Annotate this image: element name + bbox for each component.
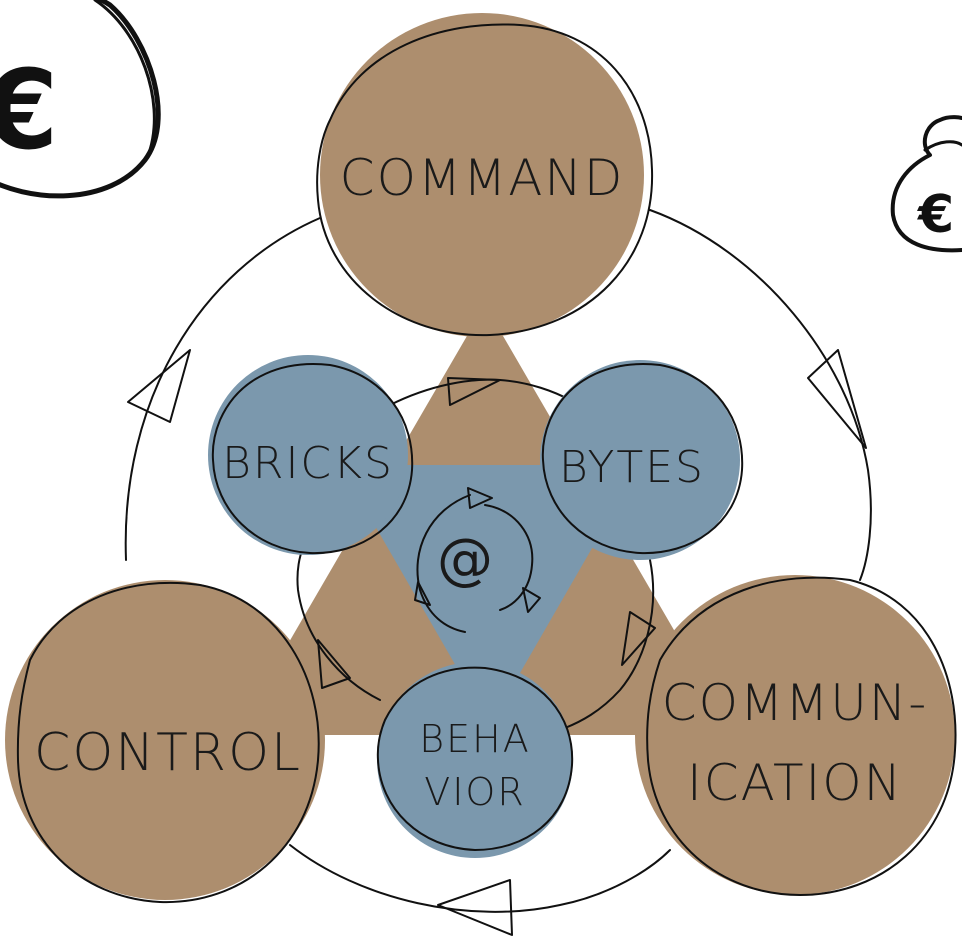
node-command: COMMAND xyxy=(316,13,654,337)
inner-arrow-head-top xyxy=(447,377,501,406)
center-arrow-head-top xyxy=(467,487,493,509)
euro-money-bag-icon: € xyxy=(890,115,962,253)
arrow-head-left xyxy=(127,349,191,423)
outer-cycle-ring xyxy=(124,209,872,936)
node-behavior: BEHA VIOR xyxy=(376,662,574,858)
communication-label-line2: ICATION xyxy=(687,754,903,812)
center-cycle: @ xyxy=(414,487,541,633)
center-arrow-head-left xyxy=(414,581,431,606)
inner-arrow-head-right xyxy=(621,611,656,666)
center-arrow-head-right xyxy=(522,587,541,613)
node-control: CONTROL xyxy=(5,580,325,904)
behavior-label-line1: BEHA xyxy=(419,717,530,761)
node-bytes: BYTES xyxy=(540,360,744,560)
control-label: CONTROL xyxy=(34,723,302,783)
euro-coin-icon: € xyxy=(0,0,161,199)
at-symbol: @ xyxy=(437,527,493,592)
bricks-label: BRICKS xyxy=(222,438,394,489)
node-communication: COMMUN- ICATION xyxy=(635,575,957,896)
euro-symbol-small: € xyxy=(917,185,954,245)
inner-cycle-ring xyxy=(296,377,656,729)
arrow-head-bottom xyxy=(437,879,513,936)
euro-symbol: € xyxy=(0,46,59,174)
node-bricks: BRICKS xyxy=(208,355,414,555)
inner-triangle xyxy=(340,465,640,725)
command-label: COMMAND xyxy=(340,149,625,207)
bytes-label: BYTES xyxy=(559,442,705,493)
behavior-label-line2: VIOR xyxy=(424,770,526,814)
arrow-head-right xyxy=(807,349,867,449)
inner-arrow-head-left xyxy=(317,639,351,689)
communication-label-line1: COMMUN- xyxy=(662,674,929,732)
